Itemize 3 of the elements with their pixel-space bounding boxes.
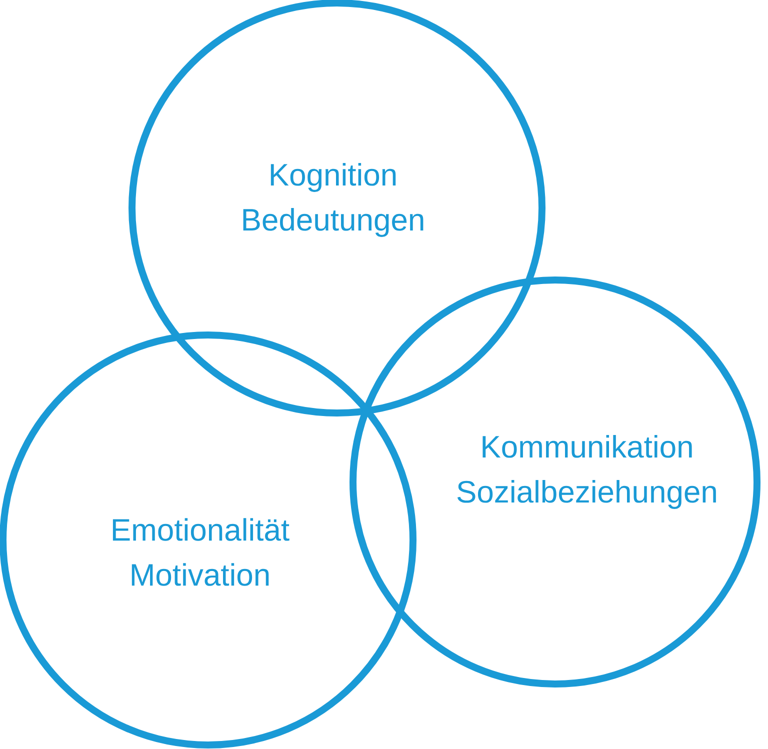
circle-label: Kognition Bedeutungen <box>243 163 424 237</box>
circle-label: Emotionalität Motivation <box>112 518 290 586</box>
circle-label: Kommunikation Sozialbeziehungen <box>457 435 716 509</box>
